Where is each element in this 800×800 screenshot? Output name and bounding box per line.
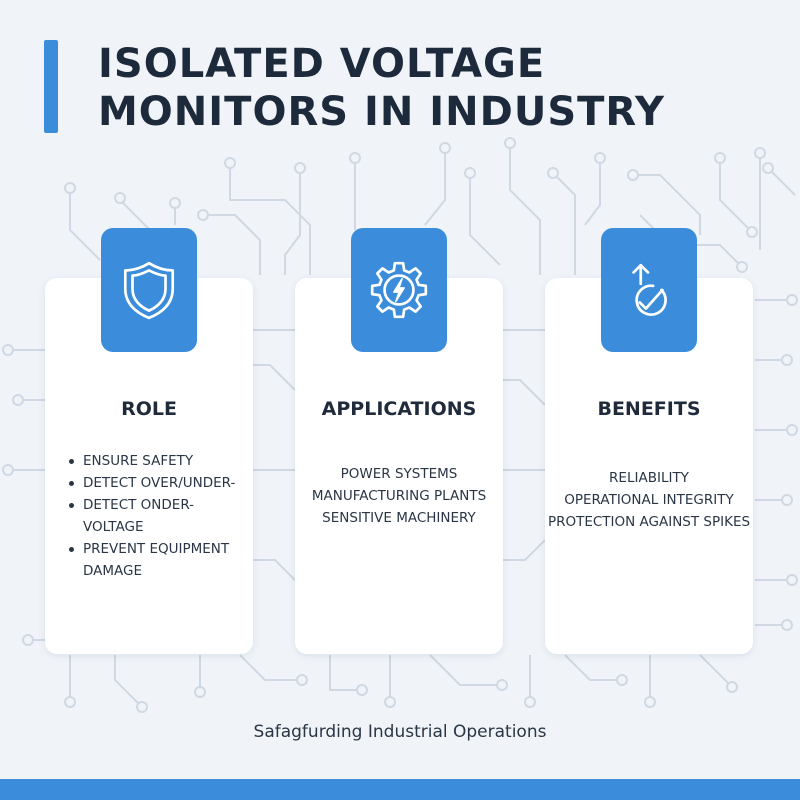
gear-lightning-icon — [370, 261, 428, 319]
applications-list-item: MANUFACTURING PLANTS — [311, 488, 487, 504]
applications-icon-tile — [351, 228, 447, 352]
benefits-list: RELIABILITY OPERATIONAL INTEGRITY PROTEC… — [545, 467, 753, 533]
role-card: ROLE ENSURE SAFETY DETECT OVER/UNDER- DE… — [45, 278, 253, 654]
benefits-list-item: PROTECTION AGAINST SPIKES — [547, 514, 751, 530]
benefits-list-item: OPERATIONAL INTEGRITY — [564, 492, 734, 508]
role-icon-tile — [101, 228, 197, 352]
role-list-item: ENSURE SAFETY — [67, 450, 249, 472]
footer-tagline: Safagfurding Industrial Operations — [253, 722, 547, 742]
role-list-item: PREVENT EQUIPMENT DAMAGE — [67, 538, 249, 582]
role-card-title: ROLE — [121, 398, 177, 420]
applications-card-title: APPLICATIONS — [321, 398, 477, 420]
benefits-icon-tile — [601, 228, 697, 352]
role-list-item: DETECT OVER/UNDER- — [67, 472, 249, 494]
shield-icon — [123, 261, 175, 320]
title-accent-bar — [44, 40, 58, 133]
role-list: ENSURE SAFETY DETECT OVER/UNDER- DETECT … — [67, 450, 249, 582]
footer-accent-bar — [0, 779, 800, 800]
applications-list-item: SENSITIVE MACHINERY — [322, 510, 476, 526]
page-title-line-2: MONITORS IN INDUSTRY — [98, 89, 665, 135]
benefits-list-item: RELIABILITY — [609, 470, 689, 486]
page-title: ISOLATED VOLTAGE MONITORS IN INDUSTRY — [98, 40, 778, 136]
applications-list-item: POWER SYSTEMS — [340, 466, 458, 482]
role-list-item: DETECT ONDER-VOLTAGE — [67, 494, 249, 538]
benefits-card-title: BENEFITS — [597, 398, 701, 420]
arrow-check-icon — [632, 263, 667, 316]
page-title-line-1: ISOLATED VOLTAGE — [98, 41, 546, 87]
applications-list: POWER SYSTEMS MANUFACTURING PLANTS SENSI… — [295, 463, 503, 529]
